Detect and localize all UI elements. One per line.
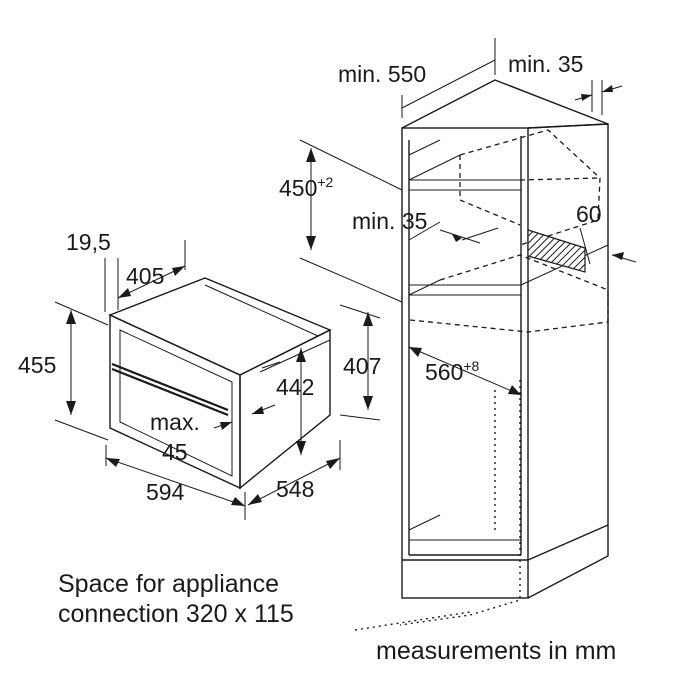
min-shelf-gap-label: min. 35 (352, 208, 427, 234)
body-depth-label: 405 (126, 263, 164, 289)
shelf-depth-label: 60 (576, 201, 602, 227)
units-note: measurements in mm (376, 637, 616, 665)
min-back-label: min. 35 (508, 51, 583, 77)
height-label: 455 (18, 352, 56, 378)
niche-depth-label: 548 (276, 476, 314, 502)
oven-dimensions (54, 240, 381, 520)
max-value-label: 45 (162, 439, 188, 465)
niche-height-oven-label: 407 (343, 353, 381, 379)
width-label: 594 (146, 479, 185, 505)
cabinet-dimensions (299, 38, 637, 631)
min-depth-label: min. 550 (338, 61, 426, 87)
depth-offset-label: 19,5 (66, 229, 111, 255)
niche-width-label: 560+8 (425, 358, 480, 385)
niche-height-value: 450 (279, 175, 317, 201)
connection-note-line2: connection 320 x 115 (58, 600, 294, 628)
max-label: max. (150, 409, 200, 435)
niche-width-value: 560 (425, 359, 463, 385)
connection-note-line1: Space for appliance (58, 570, 279, 598)
niche-height-tolerance: +2 (317, 174, 333, 190)
oven-appliance (108, 277, 332, 490)
niche-width-tolerance: +8 (463, 358, 479, 374)
tall-cabinet (399, 79, 609, 626)
inner-height-label: 442 (276, 374, 314, 400)
niche-height-label: 450+2 (279, 174, 334, 201)
